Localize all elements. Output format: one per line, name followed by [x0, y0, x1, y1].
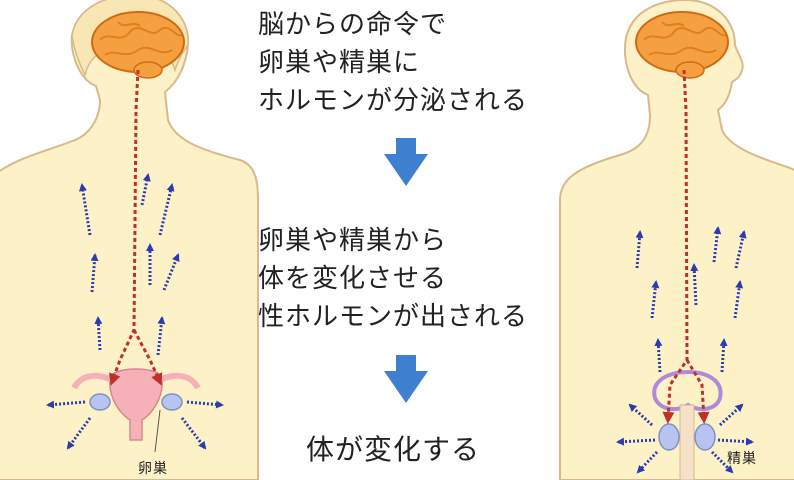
ovary-label: 卵巣 [138, 458, 168, 478]
female-cerebellum [134, 62, 162, 78]
testis-right [695, 424, 715, 450]
female-brain [92, 12, 184, 72]
step-arrow-2 [384, 355, 428, 403]
female-figure [0, 0, 258, 480]
step-2-text: 卵巣や精巣から 体を変化させる 性ホルモンが出される [258, 222, 528, 336]
step-1-line-2: 卵巣や精巣に [258, 44, 528, 82]
step-2-line-3: 性ホルモンが出される [258, 298, 528, 336]
testis-label: 精巣 [727, 448, 757, 468]
ovary-right [162, 394, 182, 410]
step-1-line-1: 脳からの命令で [258, 6, 528, 44]
step-arrow-1 [384, 138, 428, 186]
step-1-text: 脳からの命令で 卵巣や精巣に ホルモンが分泌される [258, 6, 528, 120]
testis-left [659, 424, 679, 450]
step-2-line-2: 体を変化させる [258, 260, 528, 298]
result-text: 体が変化する [306, 428, 480, 468]
urethra [680, 405, 694, 480]
step-2-line-1: 卵巣や精巣から [258, 222, 528, 260]
hormone-arrow [718, 440, 752, 442]
male-cerebellum [676, 62, 704, 78]
male-figure [560, 0, 794, 480]
step-1-line-3: ホルモンが分泌される [258, 82, 528, 120]
ovary-left [90, 394, 110, 410]
